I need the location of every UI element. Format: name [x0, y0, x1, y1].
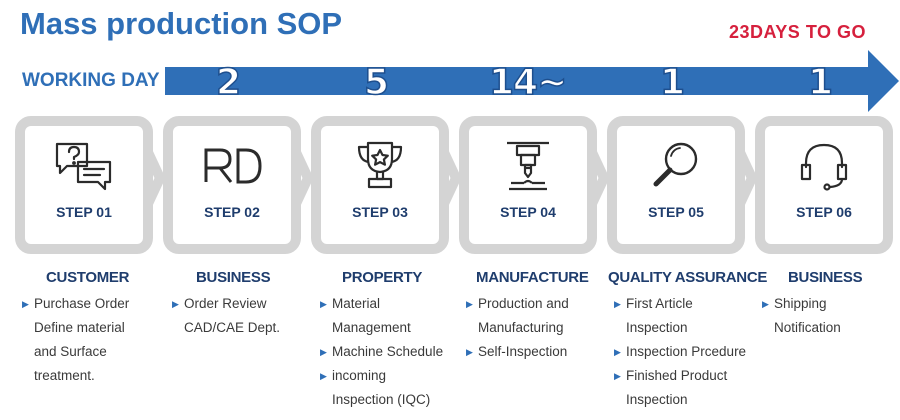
step-box-01: STEP 01	[15, 116, 153, 254]
list-item: Order Review	[172, 292, 320, 316]
timeline-arrow-head	[868, 50, 899, 112]
step-details-01: CUSTOMER Purchase Order Define material …	[22, 266, 170, 388]
timeline-arrow	[165, 50, 899, 112]
list-item: Purchase Order	[22, 292, 170, 316]
rd-logo-icon: RD	[200, 140, 264, 192]
list-item: CAD/CAE Dept.	[184, 320, 281, 335]
step-label: STEP 03	[352, 204, 408, 220]
machining-icon	[496, 140, 560, 192]
list-item: First Article Inspection	[614, 292, 726, 340]
question-chat-icon	[52, 140, 116, 192]
countdown-label: 23DAYS TO GO	[728, 22, 866, 42]
step-heading: BUSINESS	[788, 269, 863, 286]
step-heading: CUSTOMER	[46, 269, 130, 286]
step-details-04: MANUFACTURE Production and Manufacturing…	[466, 266, 614, 364]
list-item: incoming Inspection (IQC)	[320, 364, 442, 412]
step-box-06: STEP 06	[755, 116, 893, 254]
list-item: and Surface	[34, 344, 107, 359]
list-item: Production and Manufacturing	[466, 292, 590, 340]
list-item: Define material	[34, 320, 125, 335]
working-days-step-06: 1	[807, 61, 834, 104]
step-box-02: RD STEP 02	[163, 116, 301, 254]
step-label: STEP 02	[204, 204, 260, 220]
step-label: STEP 01	[56, 204, 112, 220]
working-days-step-02: 2	[215, 61, 242, 104]
step-box-04: STEP 04	[459, 116, 597, 254]
step-label: STEP 06	[796, 204, 852, 220]
step-heading: QUALITY ASSURANCE	[608, 269, 768, 286]
step-heading: MANUFACTURE	[476, 269, 589, 286]
step-heading: PROPERTY	[342, 269, 423, 286]
rd-logo-text: RD	[200, 146, 202, 147]
list-item: Machine Schedule	[320, 340, 468, 364]
step-details-06: BUSINESS Shipping Notification	[762, 266, 900, 340]
working-days-step-04: 14~	[488, 61, 568, 104]
step-label: STEP 04	[500, 204, 556, 220]
list-item: treatment.	[34, 368, 95, 383]
step-details-02: BUSINESS Order Review CAD/CAE Dept.	[172, 266, 320, 340]
trophy-icon	[348, 140, 412, 192]
step-box-05: STEP 05	[607, 116, 745, 254]
list-item: Material Management	[320, 292, 442, 340]
headset-icon	[792, 140, 856, 192]
step-details-03: PROPERTY Material Management Machine Sch…	[320, 266, 468, 412]
list-item: Inspection Prcedure	[614, 340, 754, 364]
timeline-arrow-shaft	[165, 67, 870, 95]
list-item: Finished Product Inspection	[614, 364, 750, 412]
working-days-step-05: 1	[659, 61, 686, 104]
working-days-step-03: 5	[363, 61, 390, 104]
list-item: Self-Inspection	[466, 340, 614, 364]
list-item: Shipping Notification	[762, 292, 864, 340]
magnifier-icon	[644, 140, 708, 192]
step-details-05: QUALITY ASSURANCE First Article Inspecti…	[608, 266, 768, 412]
page-title: Mass production SOP	[20, 6, 343, 41]
step-label: STEP 05	[648, 204, 704, 220]
working-day-label: WORKING DAY	[22, 70, 160, 91]
step-box-03: STEP 03	[311, 116, 449, 254]
step-heading: BUSINESS	[196, 269, 271, 286]
